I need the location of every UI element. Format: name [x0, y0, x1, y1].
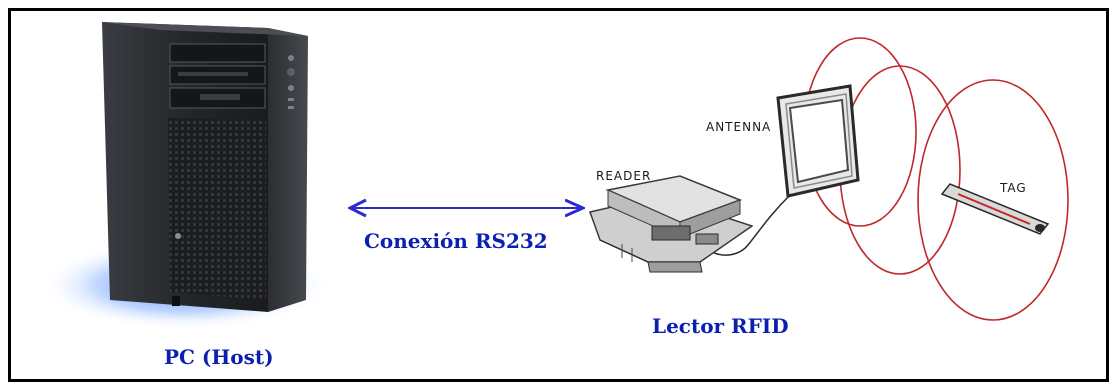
reader-label: READER [596, 169, 652, 183]
pc-host-caption: PC (Host) [164, 345, 274, 369]
antenna-image [711, 84, 860, 256]
antenna-label: ANTENNA [706, 120, 772, 134]
rfid-reader-caption: Lector RFID [652, 314, 789, 338]
tag-label: TAG [1000, 181, 1027, 195]
rfid-tag-image [940, 183, 1050, 235]
pc-tower-image [40, 22, 330, 330]
reader-board-image [589, 175, 754, 273]
rs232-connection-caption: Conexión RS232 [364, 229, 548, 253]
